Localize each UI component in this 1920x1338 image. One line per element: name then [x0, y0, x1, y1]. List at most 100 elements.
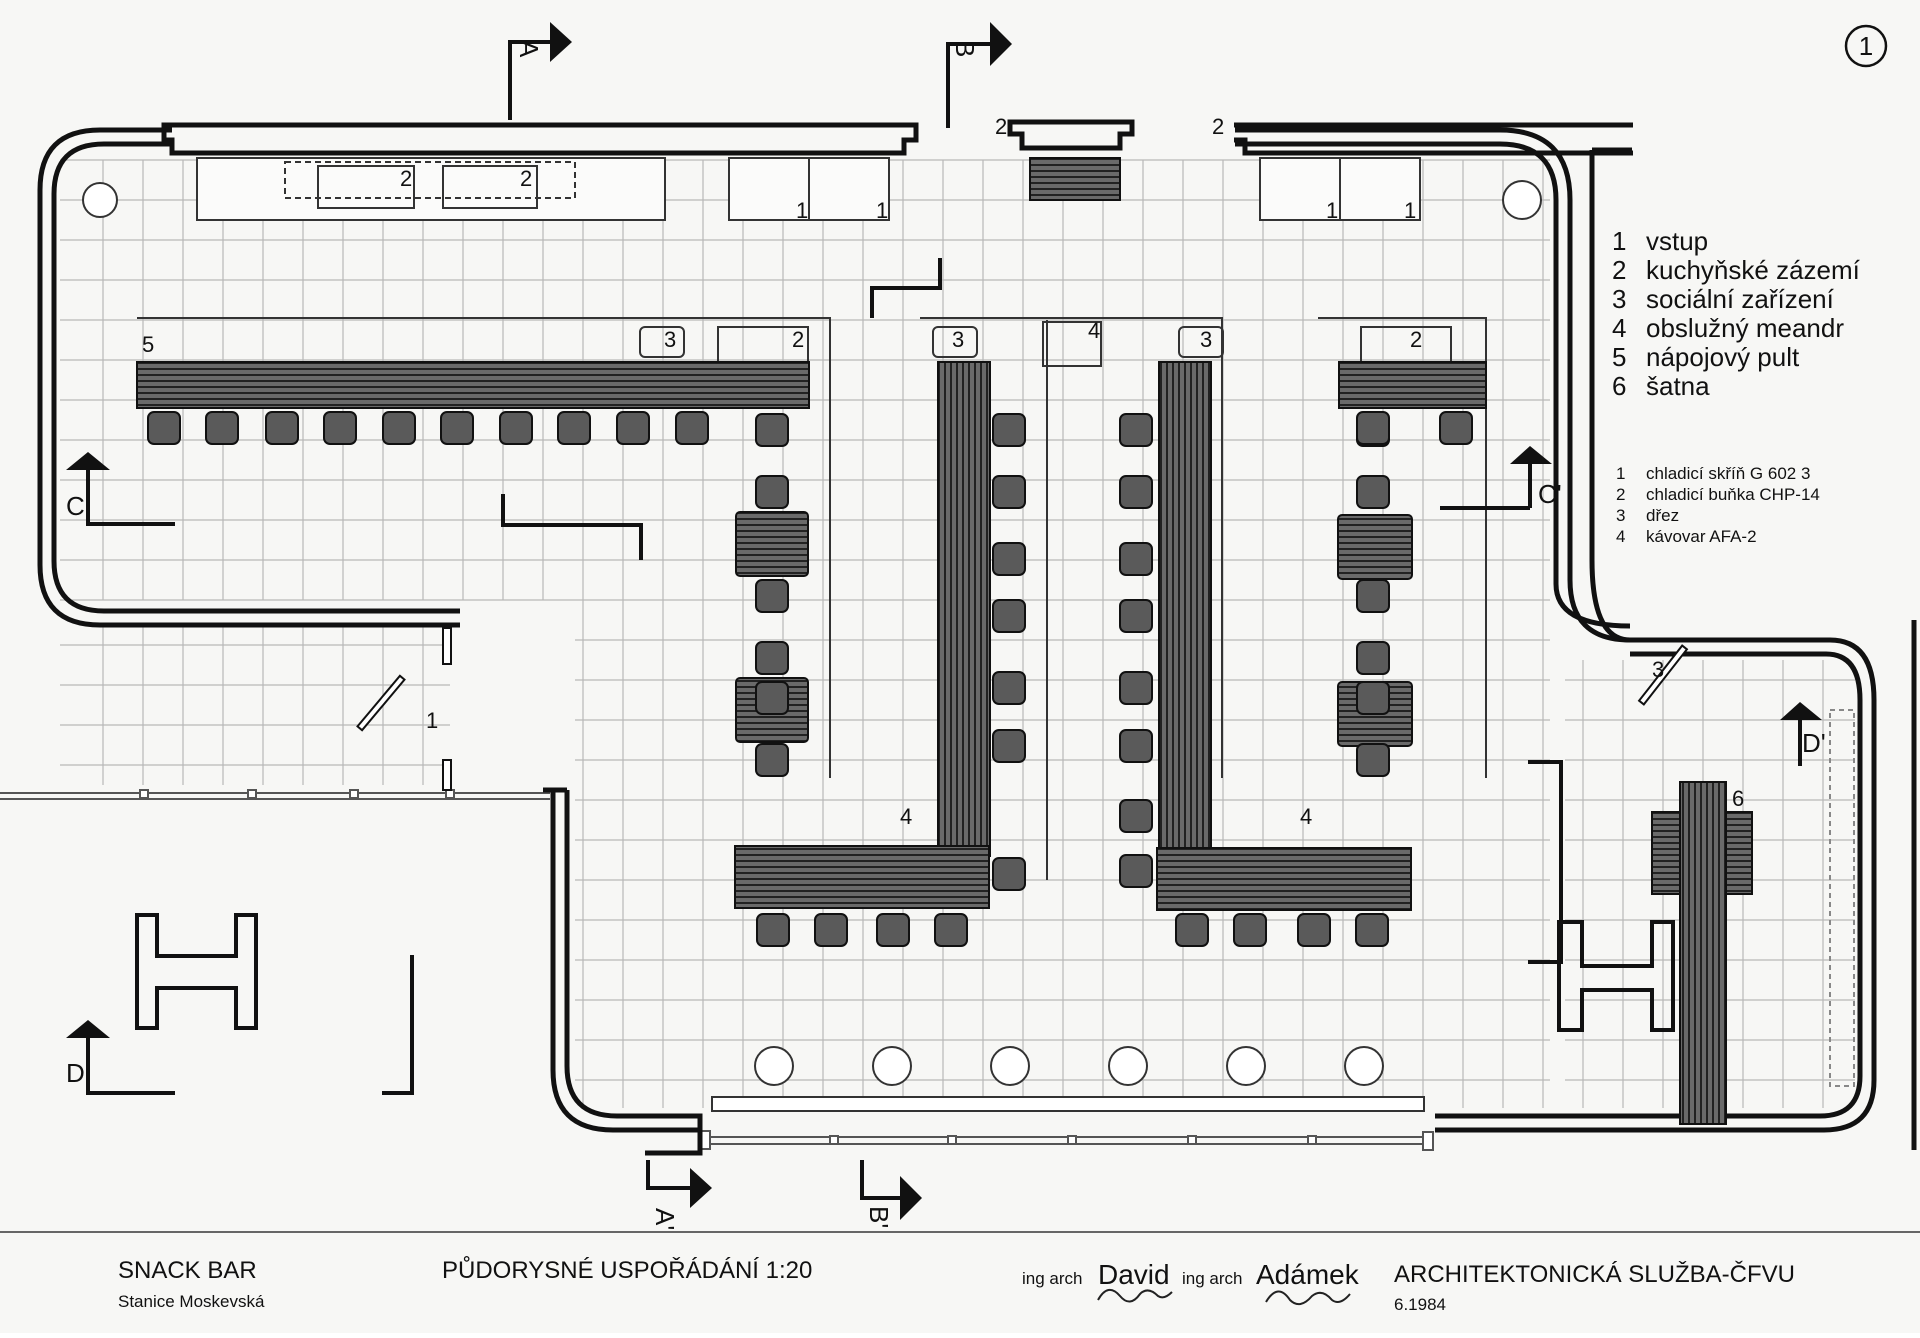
legend-room-6-text: šatna: [1646, 371, 1710, 401]
office-name: ARCHITEKTONICKÁ SLUŽBA-ČFVU: [1394, 1260, 1795, 1288]
legend-room-2-num: 2: [1612, 255, 1626, 285]
stool: [876, 913, 910, 947]
entry-mat: [1029, 157, 1121, 201]
label-entry: 1: [426, 708, 438, 733]
label-meander-top: 4: [1088, 318, 1100, 343]
legend: 1 vstup 2 kuchyňské zázemí 3 sociální za…: [1612, 226, 1861, 546]
stool: [992, 475, 1026, 509]
stool: [1356, 579, 1390, 613]
round-table: [754, 1046, 794, 1086]
stool: [1175, 913, 1209, 947]
label-kitchen-top-right: 2: [1212, 114, 1224, 139]
label-meander-2: 4: [1300, 804, 1312, 829]
label-entry-eq-1: 1: [796, 198, 808, 223]
stool: [1119, 671, 1153, 705]
author2-prefix: ing arch: [1182, 1269, 1242, 1288]
bar-stools: [147, 411, 1473, 947]
stool: [382, 411, 416, 445]
cloakroom-rail: [1829, 709, 1855, 1087]
legend-eq-4-text: kávovar AFA-2: [1646, 527, 1757, 546]
author2-name: Adámek: [1256, 1259, 1360, 1290]
legend-room-1-text: vstup: [1646, 226, 1708, 256]
title-block: SNACK BAR Stanice Moskevská PŮDORYSNÉ US…: [118, 1255, 1795, 1314]
legend-room-4-num: 4: [1612, 313, 1626, 343]
stool: [1233, 913, 1267, 947]
stool: [1356, 743, 1390, 777]
project-location: Stanice Moskevská: [118, 1292, 265, 1311]
label-wc-1: 3: [664, 327, 676, 352]
section-label-c-prime: C': [1538, 479, 1562, 509]
legend-room-6-num: 6: [1612, 371, 1626, 401]
section-label-b-prime: B': [864, 1206, 894, 1228]
legend-eq-2-text: chladicí buňka CHP-14: [1646, 485, 1820, 504]
section-label-a-prime: A': [650, 1208, 680, 1230]
legend-eq-3-num: 3: [1616, 506, 1625, 525]
label-kitchen-4: 2: [1410, 327, 1422, 352]
stool: [755, 641, 789, 675]
label-meander-1: 4: [900, 804, 912, 829]
stool: [265, 411, 299, 445]
stool: [147, 411, 181, 445]
label-bar: 5: [142, 332, 154, 357]
stool: [755, 413, 789, 447]
section-label-d-prime: D': [1802, 728, 1826, 758]
label-entry-eq-2: 1: [876, 198, 888, 223]
stool: [992, 671, 1026, 705]
stool: [755, 475, 789, 509]
label-kitchen-1: 2: [400, 166, 412, 191]
stool: [992, 599, 1026, 633]
legend-room-2-text: kuchyňské zázemí: [1646, 255, 1861, 285]
section-label-c: C: [66, 491, 85, 521]
author1-name: David: [1098, 1259, 1170, 1290]
legend-eq-3-text: dřez: [1646, 506, 1679, 525]
label-wc-2: 3: [952, 327, 964, 352]
columns: [82, 180, 1542, 220]
drawing-title: PŮDORYSNÉ USPOŘÁDÁNÍ 1:20: [442, 1255, 812, 1284]
stool: [755, 579, 789, 613]
stool: [1119, 854, 1153, 888]
stool: [1119, 729, 1153, 763]
bar-counters: [136, 361, 1753, 1125]
stool: [1119, 599, 1153, 633]
legend-eq-4-num: 4: [1616, 527, 1625, 546]
legend-room-4-text: obslužný meandr: [1646, 313, 1844, 343]
stool: [675, 411, 709, 445]
legend-room-5-num: 5: [1612, 342, 1626, 372]
stool: [992, 413, 1026, 447]
label-entry-eq-4: 1: [1404, 198, 1416, 223]
round-table: [990, 1046, 1030, 1086]
legend-room-5-text: nápojový pult: [1646, 342, 1800, 372]
round-tables: [754, 1046, 1384, 1086]
legend-eq-1-num: 1: [1616, 464, 1625, 483]
stool: [1356, 681, 1390, 715]
legend-eq-1-text: chladicí skříň G 602 3: [1646, 464, 1810, 483]
stool: [1356, 411, 1390, 445]
section-label-a: A: [514, 40, 544, 58]
stool: [755, 681, 789, 715]
stool: [1355, 913, 1389, 947]
stool: [499, 411, 533, 445]
stool: [992, 857, 1026, 891]
stool: [1119, 475, 1153, 509]
stool: [814, 913, 848, 947]
label-kitchen-3: 2: [792, 327, 804, 352]
section-label-b: B: [950, 40, 980, 57]
stool: [1356, 475, 1390, 509]
signature-david: [1097, 1289, 1173, 1303]
label-wc-3: 3: [1200, 327, 1212, 352]
window-sill-counter: [711, 1096, 1425, 1112]
counter-partitions: [137, 317, 1487, 880]
section-label-d: D: [66, 1058, 85, 1088]
label-wc-4: 3: [1652, 657, 1664, 682]
sheet-number: 1: [1859, 31, 1873, 61]
round-table: [1226, 1046, 1266, 1086]
round-table: [872, 1046, 912, 1086]
drawing-date: 6.1984: [1394, 1295, 1446, 1314]
outer-walls: [37, 127, 1917, 1150]
author1-prefix: ing arch: [1022, 1269, 1082, 1288]
label-cloakroom: 6: [1732, 786, 1744, 811]
glazed-front: [0, 789, 1434, 1151]
stool: [205, 411, 239, 445]
